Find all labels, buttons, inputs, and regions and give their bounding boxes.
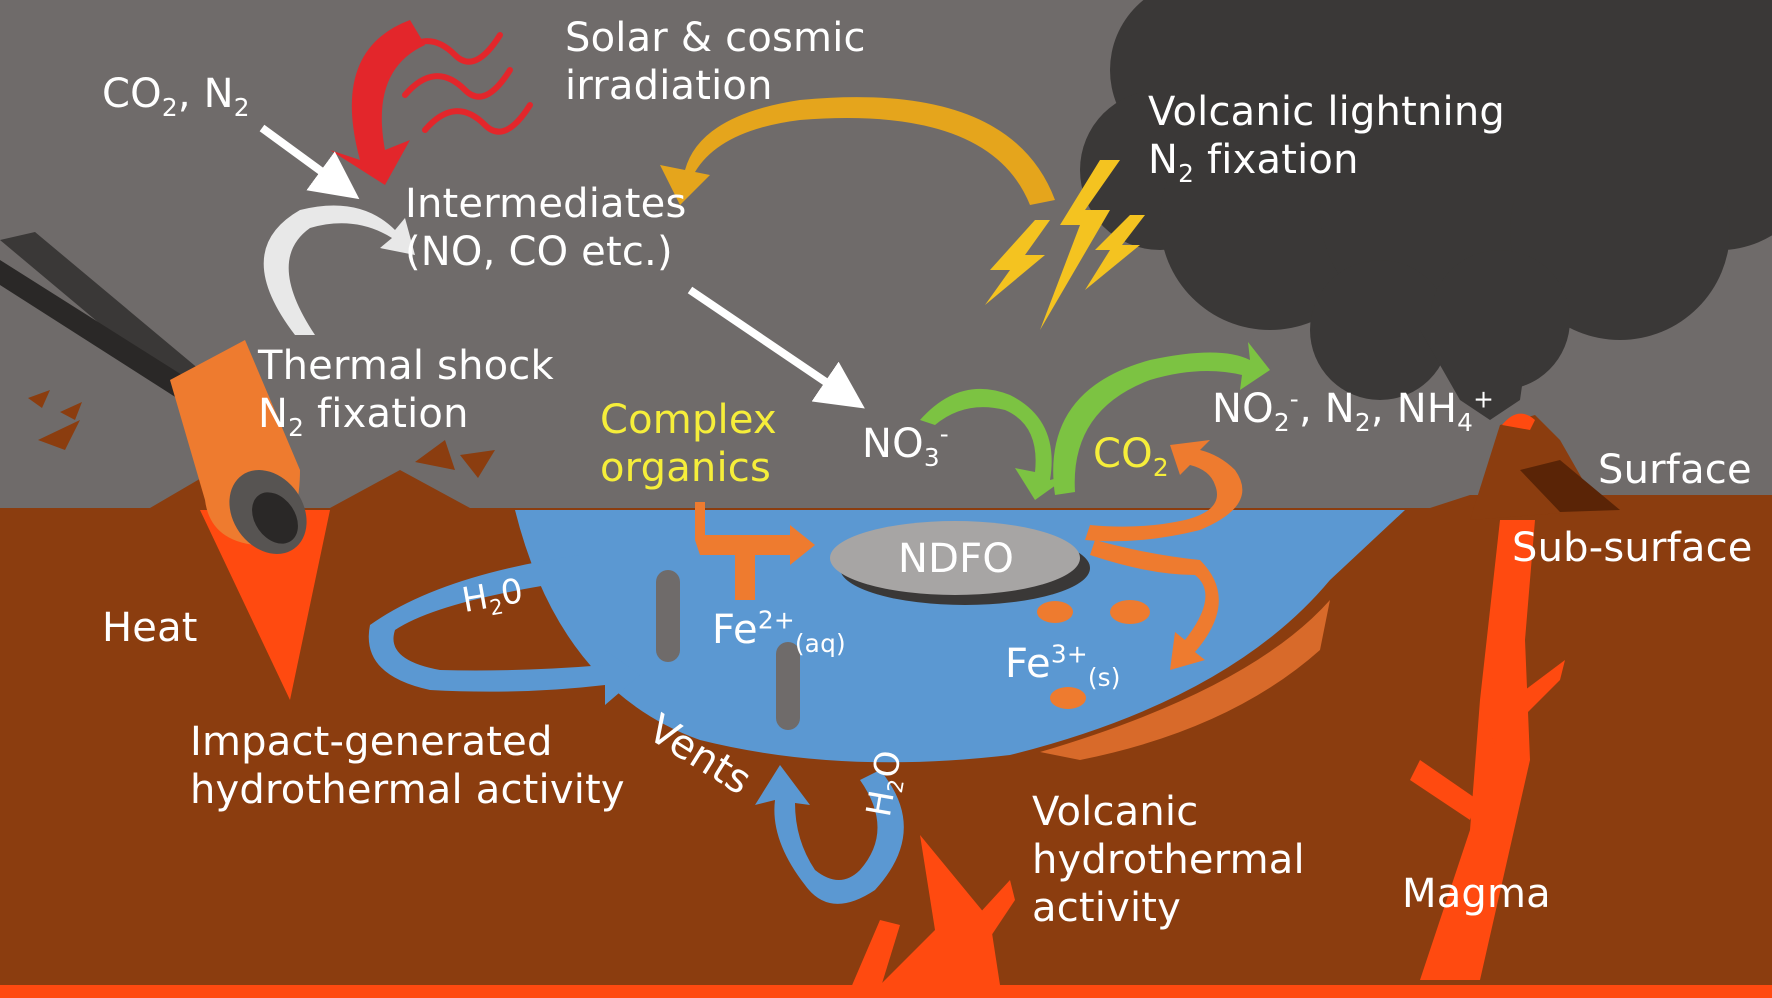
label-co2: CO2 [1093, 431, 1169, 482]
sediment-wedge [1040, 600, 1330, 760]
label-impact-hydrothermal: Impact-generated hydrothermal activity [190, 719, 625, 813]
volcano-crater [1502, 413, 1535, 430]
irradiation-arrow [330, 20, 425, 185]
ndfo-body [830, 521, 1080, 595]
white-flow-arrows [259, 124, 865, 409]
crater-debris [28, 390, 495, 478]
label-ndfo: NDFO [898, 536, 1015, 582]
label-thermal-shock: Thermal shock N2 fixation [258, 343, 554, 442]
label-nitrogen-products: NO2-, N2, NH4+ [1212, 384, 1495, 437]
nitrate-uptake-arrow [920, 388, 1070, 500]
label-magma: Magma [1402, 871, 1551, 917]
volcano-shadow [1520, 460, 1620, 512]
lightning-fixation-arrow [660, 97, 1055, 205]
water-circulation-arrows [368, 555, 904, 904]
hydrothermal-vents [656, 570, 800, 730]
label-heat: Heat [102, 605, 198, 651]
label-volcanic-lightning: Volcanic lightning N2 fixation [1148, 89, 1505, 188]
ash-cloud [1080, 0, 1772, 420]
nitrogen-products-arrow [1053, 342, 1270, 495]
label-solar-irradiation: Solar & cosmic irradiation [565, 15, 866, 109]
label-intermediates: Intermediates (NO, CO etc.) [405, 181, 687, 275]
magma-channels [0, 520, 1772, 998]
label-nitrate: NO3- [862, 419, 949, 472]
label-fe3: Fe3+(s) [1005, 639, 1121, 692]
label-surface: Surface [1598, 447, 1752, 493]
label-co2-n2: CO2, N2 [102, 71, 250, 122]
lightning-bolts [985, 160, 1145, 330]
meteor [0, 232, 307, 554]
label-complex-organics: Complex organics [600, 397, 777, 491]
impact-heat-wedge [200, 510, 330, 700]
orange-flow-arrows [695, 440, 1243, 709]
label-volcanic-hydrothermal: Volcanic hydrothermal activity [1032, 789, 1305, 931]
label-fe2: Fe2+(aq) [712, 605, 846, 658]
label-subsurface: Sub-surface [1512, 525, 1753, 571]
